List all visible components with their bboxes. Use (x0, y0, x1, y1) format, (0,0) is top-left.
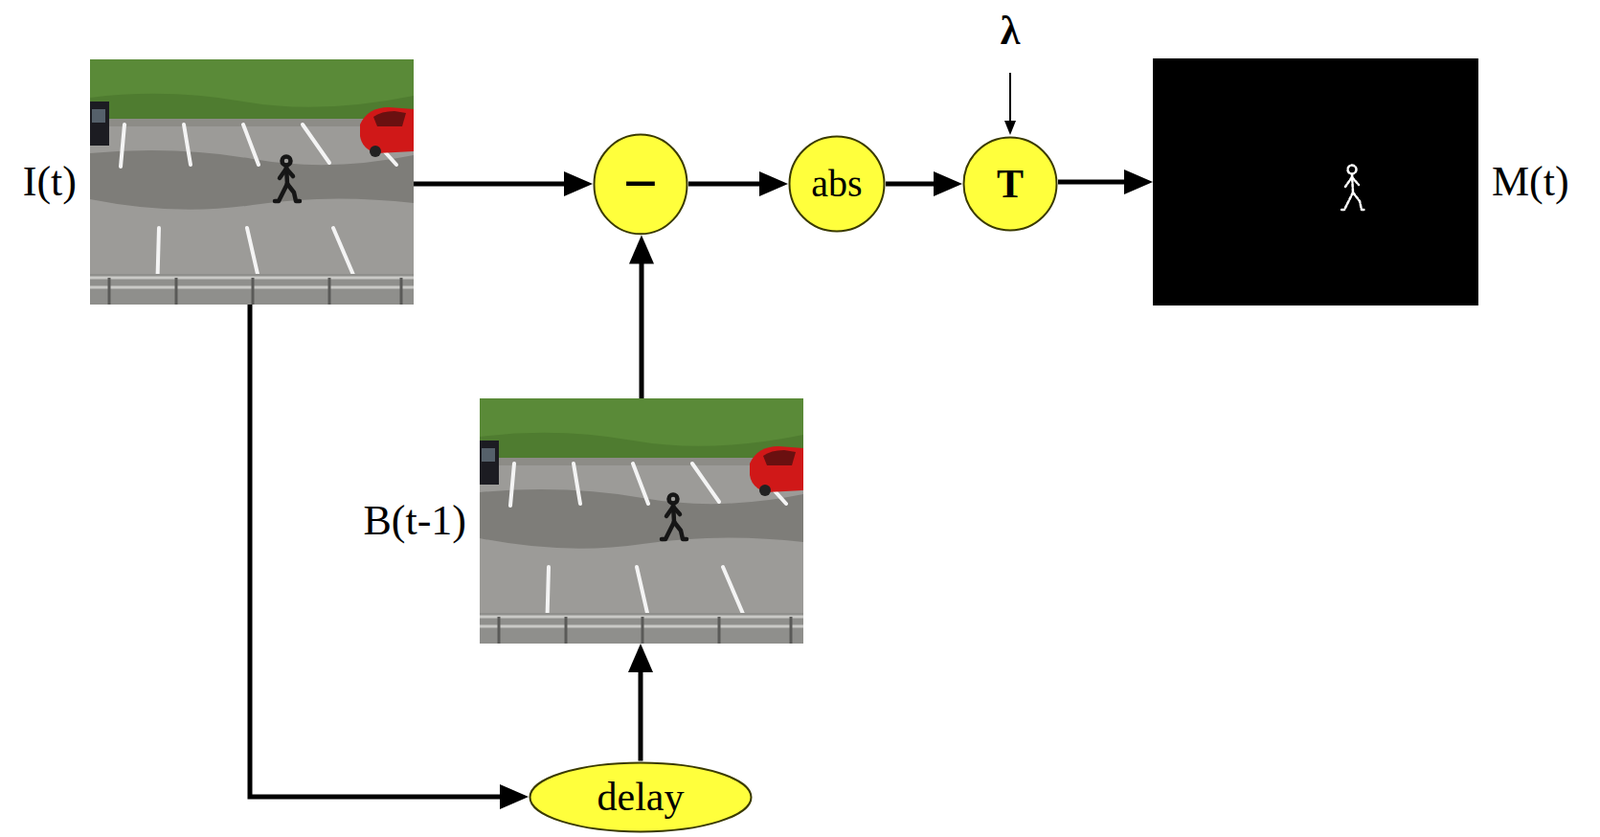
connector-line (249, 304, 504, 797)
image-label: B(t-1) (362, 499, 467, 542)
connector-line (638, 668, 644, 762)
connector-line (639, 259, 645, 399)
background-frame: B(t-1) (479, 398, 804, 644)
subtract-operator: − (592, 133, 689, 236)
pedestrian (661, 495, 687, 541)
outline-ellipse (594, 134, 688, 234)
motion-silhouette (1340, 165, 1366, 211)
flow-arrow (629, 234, 654, 399)
connector-line (413, 180, 568, 186)
arrowhead (563, 171, 593, 197)
flow-arrow (688, 171, 789, 197)
flow-arrow (249, 304, 529, 810)
outline-ellipse (789, 136, 885, 232)
threshold-operator: T (962, 135, 1059, 232)
text-holder: abs (788, 135, 886, 233)
operator-label: delay (597, 776, 685, 817)
threshold-input-arrow (1004, 72, 1016, 136)
mask-ground (1152, 58, 1479, 306)
input-frame: I(t) (90, 59, 414, 305)
operator-label: abs (811, 164, 862, 203)
connector-line (1058, 180, 1128, 185)
motion-mask: M(t) (1152, 58, 1479, 306)
arrowhead (759, 171, 789, 197)
operator-label: T (996, 163, 1024, 204)
flow-arrow (413, 171, 593, 197)
frame-scene (479, 398, 804, 644)
arrowhead (933, 171, 963, 197)
threshold-parameter: λ (1000, 10, 1021, 51)
text-holder: delay (528, 761, 753, 834)
pedestrian (274, 157, 300, 203)
arrowhead (628, 643, 654, 673)
text-holder: T (962, 135, 1059, 232)
abs-operator: abs (788, 135, 886, 233)
connector-line (885, 181, 938, 187)
outline-ellipse (964, 137, 1058, 231)
delay-block: delay (528, 761, 753, 834)
arrowhead (499, 784, 529, 810)
flow-arrow (628, 643, 654, 762)
frame-scene (90, 59, 414, 305)
image-label: I(t) (22, 160, 77, 203)
outline-ellipse (530, 762, 752, 832)
operator-label: − (623, 153, 658, 215)
flow-arrow (885, 171, 963, 197)
flow-arrow (1058, 169, 1153, 195)
text-holder: − (592, 133, 689, 236)
arrowhead (629, 234, 654, 264)
image-label: M(t) (1491, 160, 1570, 203)
arrowhead (1124, 169, 1153, 195)
connector-line (688, 181, 764, 187)
